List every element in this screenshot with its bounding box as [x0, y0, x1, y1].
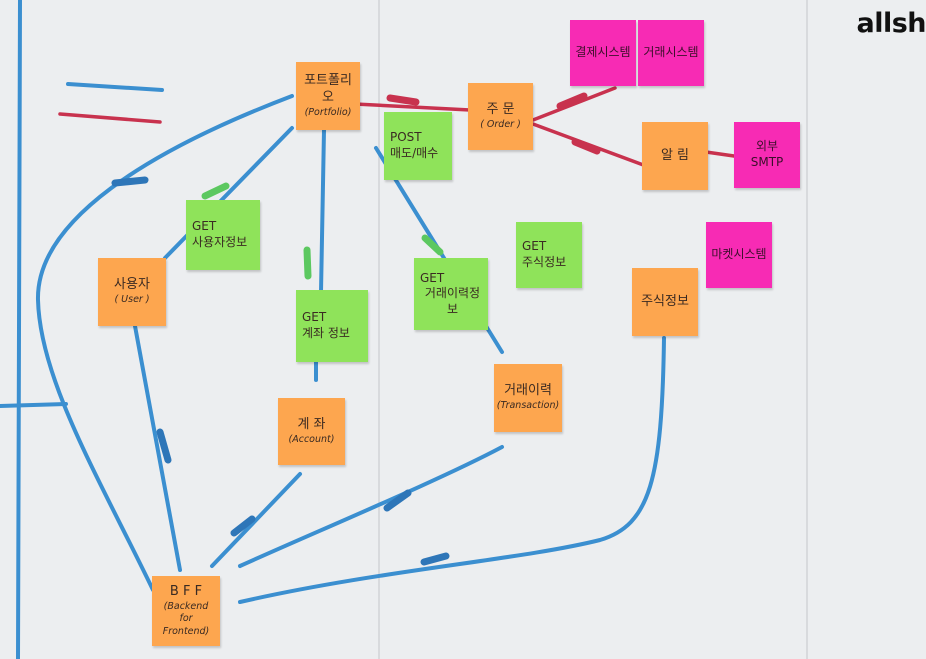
arrow-head: [383, 489, 412, 512]
edge-user-bff: [133, 324, 182, 572]
note-notification-title: 알 림: [660, 147, 690, 163]
board-frame-line: [16, 0, 22, 659]
note-order-title: 주 문: [486, 101, 515, 117]
note-user-title: 사용자: [114, 277, 150, 293]
note-ext-market-title: 마켓시스템: [711, 247, 767, 262]
note-account-subtitle: (Account): [288, 433, 335, 445]
edge-portfolio-order: [353, 102, 472, 112]
note-get-stock-info-method: GET: [522, 239, 547, 254]
paper-seam: [378, 0, 380, 659]
note-get-transaction-history-method: GET: [420, 270, 445, 285]
note-get-transaction-history-resource: 거래이력정보: [424, 286, 481, 316]
arrow-head: [156, 428, 172, 464]
note-get-account-info: GET 계좌 정보: [296, 290, 368, 362]
arrow-head: [303, 246, 312, 280]
note-ext-settlement-title: 결제시스템: [575, 45, 631, 60]
note-get-transaction-history: GET 거래이력정보: [414, 258, 488, 330]
equals-mark-top: [66, 82, 164, 92]
arrow-head: [571, 138, 601, 155]
arrow-head: [556, 92, 588, 110]
equals-mark-bottom: [58, 112, 162, 124]
note-portfolio-title: 포트폴리오: [304, 72, 352, 105]
note-get-stock-info: GET 주식정보: [516, 222, 582, 288]
arrow-head: [201, 182, 230, 200]
note-user-subtitle: ( User ): [114, 294, 150, 306]
arrow-head: [111, 176, 149, 187]
edge-bff-portfolio: [35, 94, 294, 592]
note-ext-exchange-title: 거래시스템: [643, 45, 699, 60]
arrow-head: [386, 94, 420, 106]
note-bff: B F F (Backend for Frontend): [152, 576, 220, 646]
edge-order-settlement: [531, 86, 617, 122]
note-ext-smtp-line2: SMTP: [750, 155, 784, 169]
arrow-head: [421, 234, 444, 256]
note-bff-subtitle-1: (Backend: [163, 600, 209, 612]
note-transaction-title: 거래이력: [504, 383, 552, 399]
arrow-head: [420, 552, 450, 566]
board-frame-line: [0, 402, 68, 408]
note-ext-market: 마켓시스템: [706, 222, 772, 288]
note-transaction-subtitle: (Transaction): [496, 400, 560, 412]
note-ext-smtp-line1: 외부: [755, 139, 779, 154]
note-stock-info-title: 주식정보: [641, 293, 689, 309]
note-order: 주 문 ( Order ): [468, 83, 533, 150]
watermark-logo: allsh: [856, 8, 926, 39]
note-bff-subtitle-2: for Frontend): [162, 613, 210, 637]
note-ext-settlement: 결제시스템: [570, 20, 636, 86]
note-notification: 알 림: [642, 122, 708, 190]
paper-seam: [806, 0, 808, 659]
note-get-user-info: GET 사용자정보: [186, 200, 260, 270]
note-post-trade-resource: 매도/매수: [390, 146, 439, 160]
note-transaction: 거래이력 (Transaction): [494, 364, 562, 432]
edge-bff-stockinfo: [238, 336, 666, 604]
note-ext-exchange: 거래시스템: [638, 20, 704, 86]
note-order-subtitle: ( Order ): [480, 118, 521, 130]
edge-bff-transaction: [238, 445, 504, 568]
note-get-user-info-method: GET: [192, 219, 217, 234]
note-get-account-info-method: GET: [302, 310, 327, 325]
note-stock-info: 주식정보: [632, 268, 698, 336]
note-ext-smtp: 외부 SMTP: [734, 122, 800, 188]
note-post-trade: POST 매도/매수: [384, 112, 452, 180]
note-account-title: 계 좌: [297, 416, 326, 432]
note-portfolio: 포트폴리오 (Portfolio): [296, 62, 360, 130]
note-get-stock-info-resource: 주식정보: [522, 255, 567, 269]
edge-bff-account: [210, 472, 302, 568]
note-post-trade-method: POST: [390, 130, 422, 145]
note-portfolio-subtitle: (Portfolio): [304, 106, 352, 118]
note-bff-title: B F F: [169, 584, 203, 600]
note-account: 계 좌 (Account): [278, 398, 345, 465]
note-get-user-info-resource: 사용자정보: [192, 235, 248, 249]
arrow-head: [230, 515, 256, 537]
edge-portfolio-account: [319, 128, 326, 294]
note-user: 사용자 ( User ): [98, 258, 166, 326]
note-get-account-info-resource: 계좌 정보: [302, 326, 350, 340]
